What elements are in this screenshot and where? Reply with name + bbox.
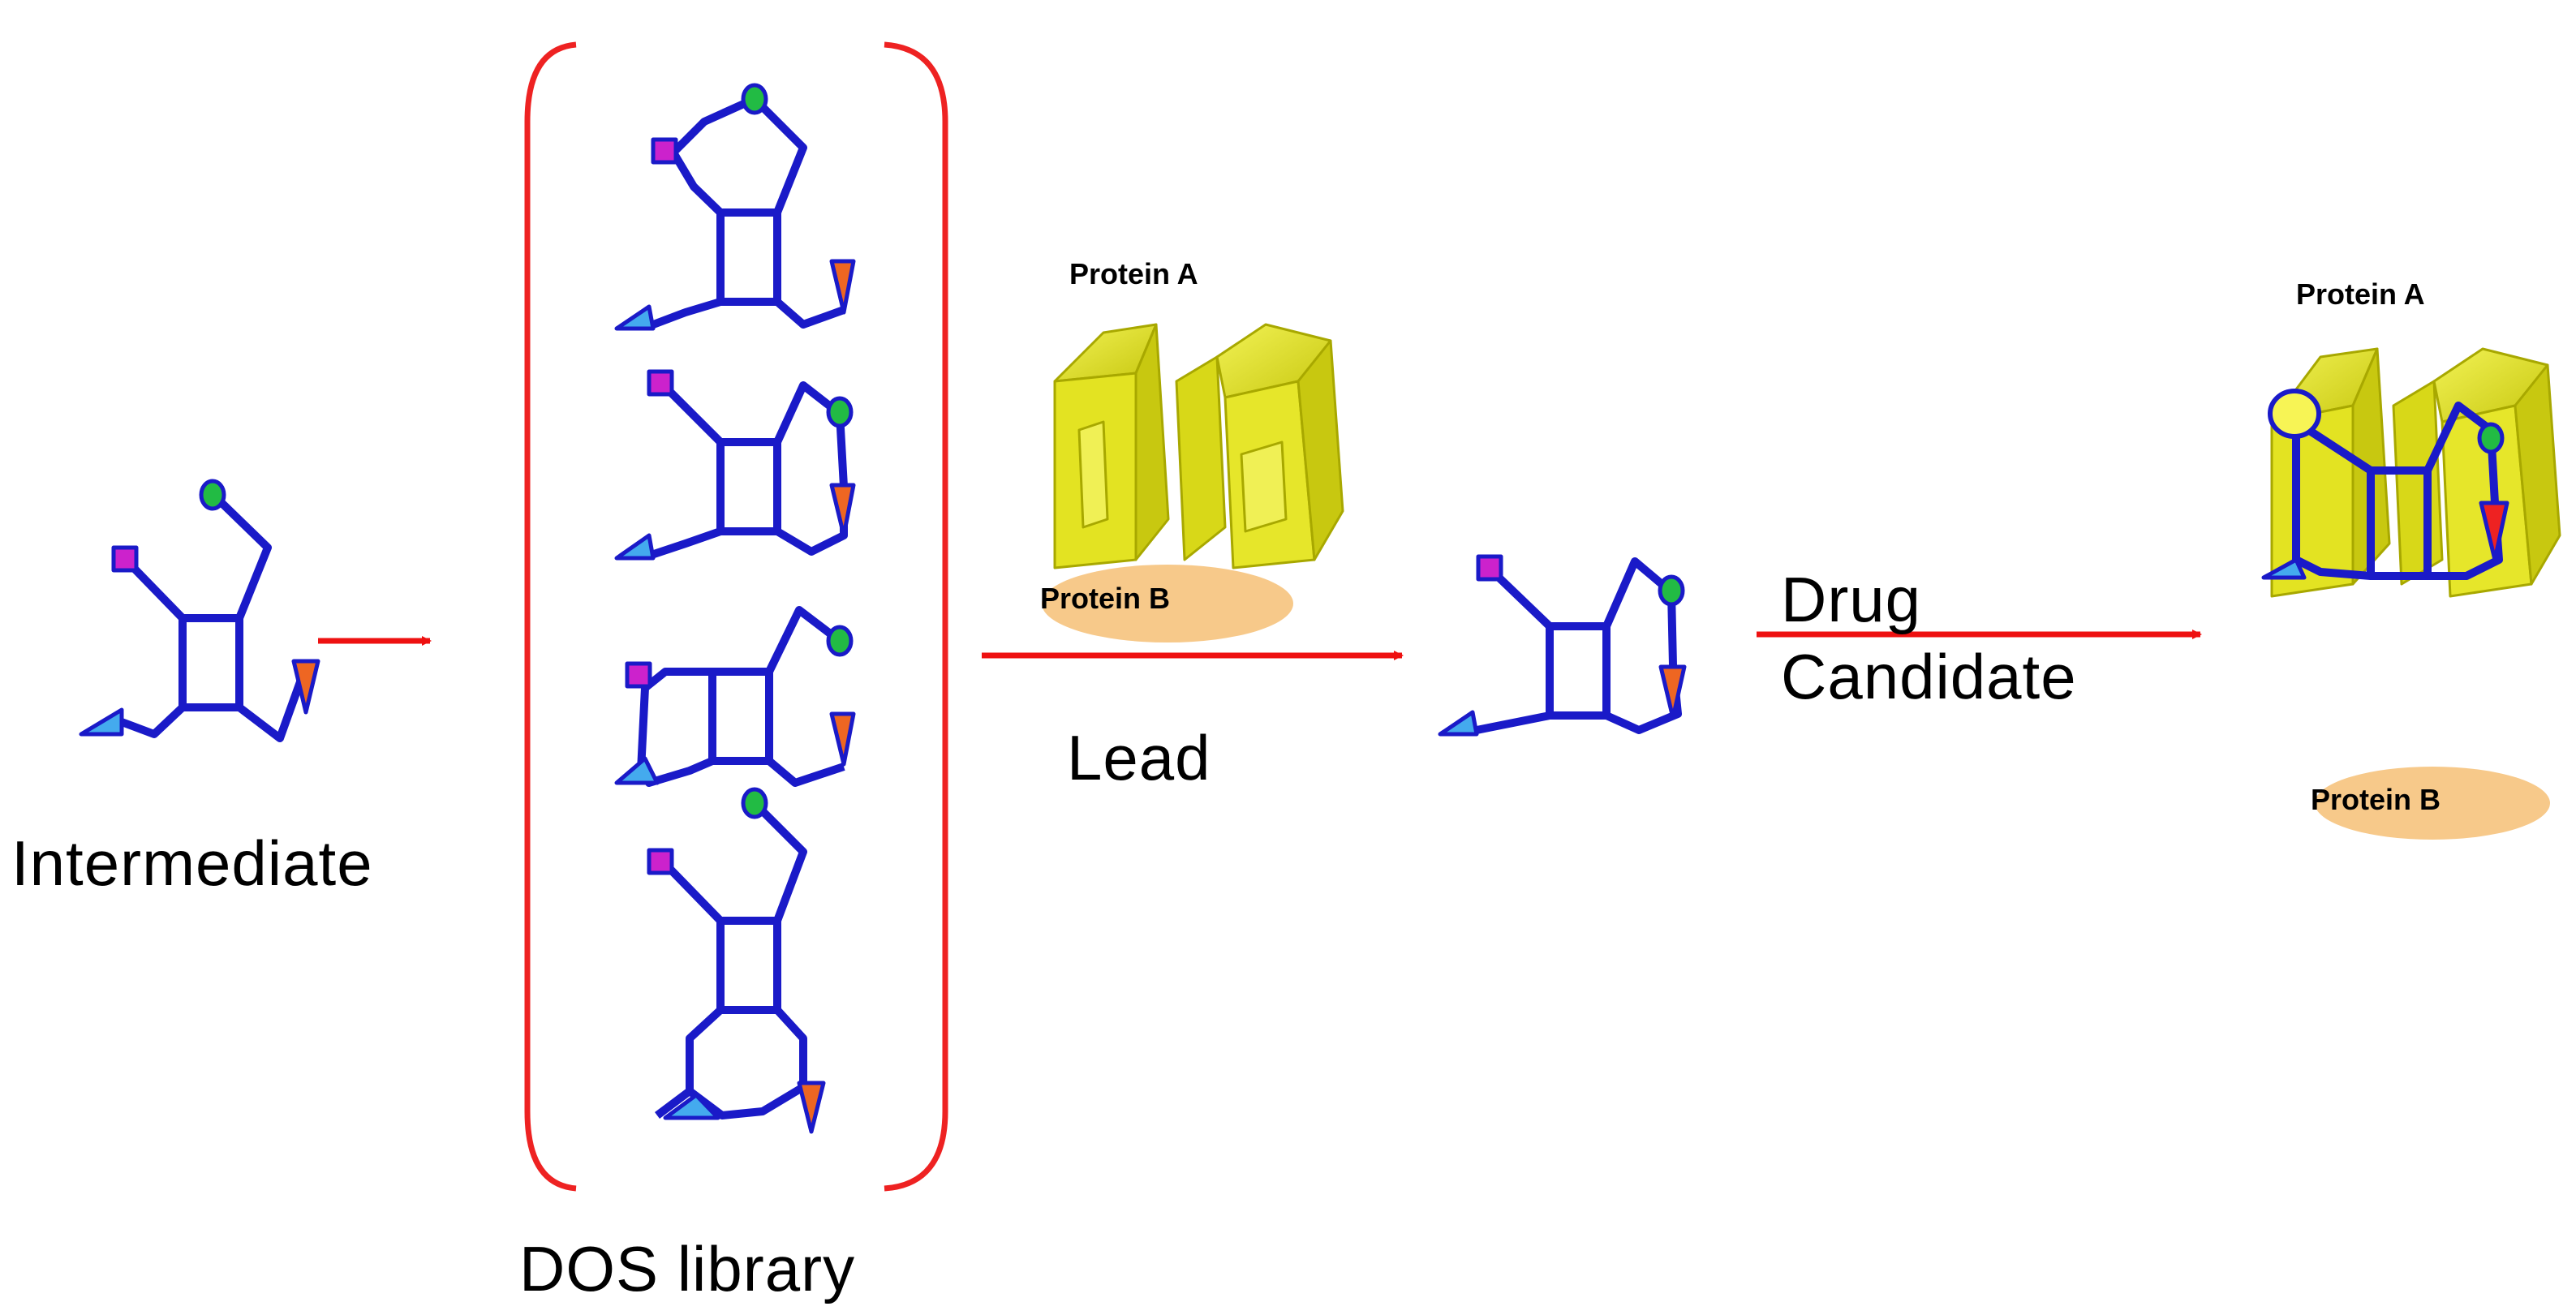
intermediate-molecule xyxy=(79,479,320,742)
wedge-marker-icon xyxy=(1658,664,1687,720)
wedge-marker-icon xyxy=(2479,501,2509,562)
bound-drug-molecule xyxy=(2261,389,2509,580)
circle-marker-icon xyxy=(741,83,768,115)
circle-marker-icon xyxy=(741,787,768,819)
circle-marker-icon xyxy=(826,625,854,657)
library-bracket xyxy=(524,41,948,1192)
square-marker-icon xyxy=(647,369,674,397)
protein-a-label-complex: Protein A xyxy=(2296,277,2425,311)
circle-marker-icon xyxy=(826,396,854,428)
square-marker-icon xyxy=(625,661,652,689)
library-molecule-4 xyxy=(647,787,826,1134)
wedge-marker-icon xyxy=(829,711,856,767)
square-marker-icon xyxy=(647,848,674,875)
library-molecule-3 xyxy=(614,606,856,787)
circle-marker-icon xyxy=(199,479,226,511)
cyclobutane-ring xyxy=(178,614,243,711)
library-molecule-1 xyxy=(614,83,856,331)
intermediate-label: Intermediate xyxy=(11,827,373,899)
triangle-marker-icon xyxy=(79,707,124,737)
lead-molecule xyxy=(1438,554,1687,737)
wedge-marker-icon xyxy=(829,483,856,538)
protein-b-oval-icon xyxy=(1042,565,1293,642)
triangle-marker-icon xyxy=(663,1093,720,1120)
protein-a-block-icon xyxy=(1053,323,1344,569)
triangle-marker-icon xyxy=(2261,557,2307,580)
library-molecule-2 xyxy=(614,369,856,561)
wedge-marker-icon xyxy=(829,259,856,315)
protein-a-label: Protein A xyxy=(1069,257,1198,290)
protein-b-label-complex: Protein B xyxy=(2311,783,2441,816)
dos-library-label: DOS library xyxy=(519,1233,856,1304)
protein-b-oval-icon xyxy=(2315,767,2550,840)
square-marker-icon xyxy=(1476,554,1503,582)
triangle-marker-icon xyxy=(614,533,656,561)
wedge-marker-icon xyxy=(291,659,320,715)
wedge-marker-icon xyxy=(797,1081,826,1134)
square-marker-icon xyxy=(651,137,678,165)
candidate-label: Candidate xyxy=(1781,641,2077,712)
triangle-marker-icon xyxy=(614,304,656,331)
circle-marker-icon xyxy=(2477,422,2505,454)
square-marker-icon xyxy=(111,545,139,573)
protein-b-label: Protein B xyxy=(1040,582,1171,615)
drug-label: Drug xyxy=(1781,564,1922,635)
lead-label: Lead xyxy=(1067,722,1211,793)
circle-marker-icon xyxy=(2268,389,2321,439)
triangle-marker-icon xyxy=(614,756,660,785)
circle-marker-icon xyxy=(1658,574,1685,607)
triangle-marker-icon xyxy=(1438,710,1479,737)
